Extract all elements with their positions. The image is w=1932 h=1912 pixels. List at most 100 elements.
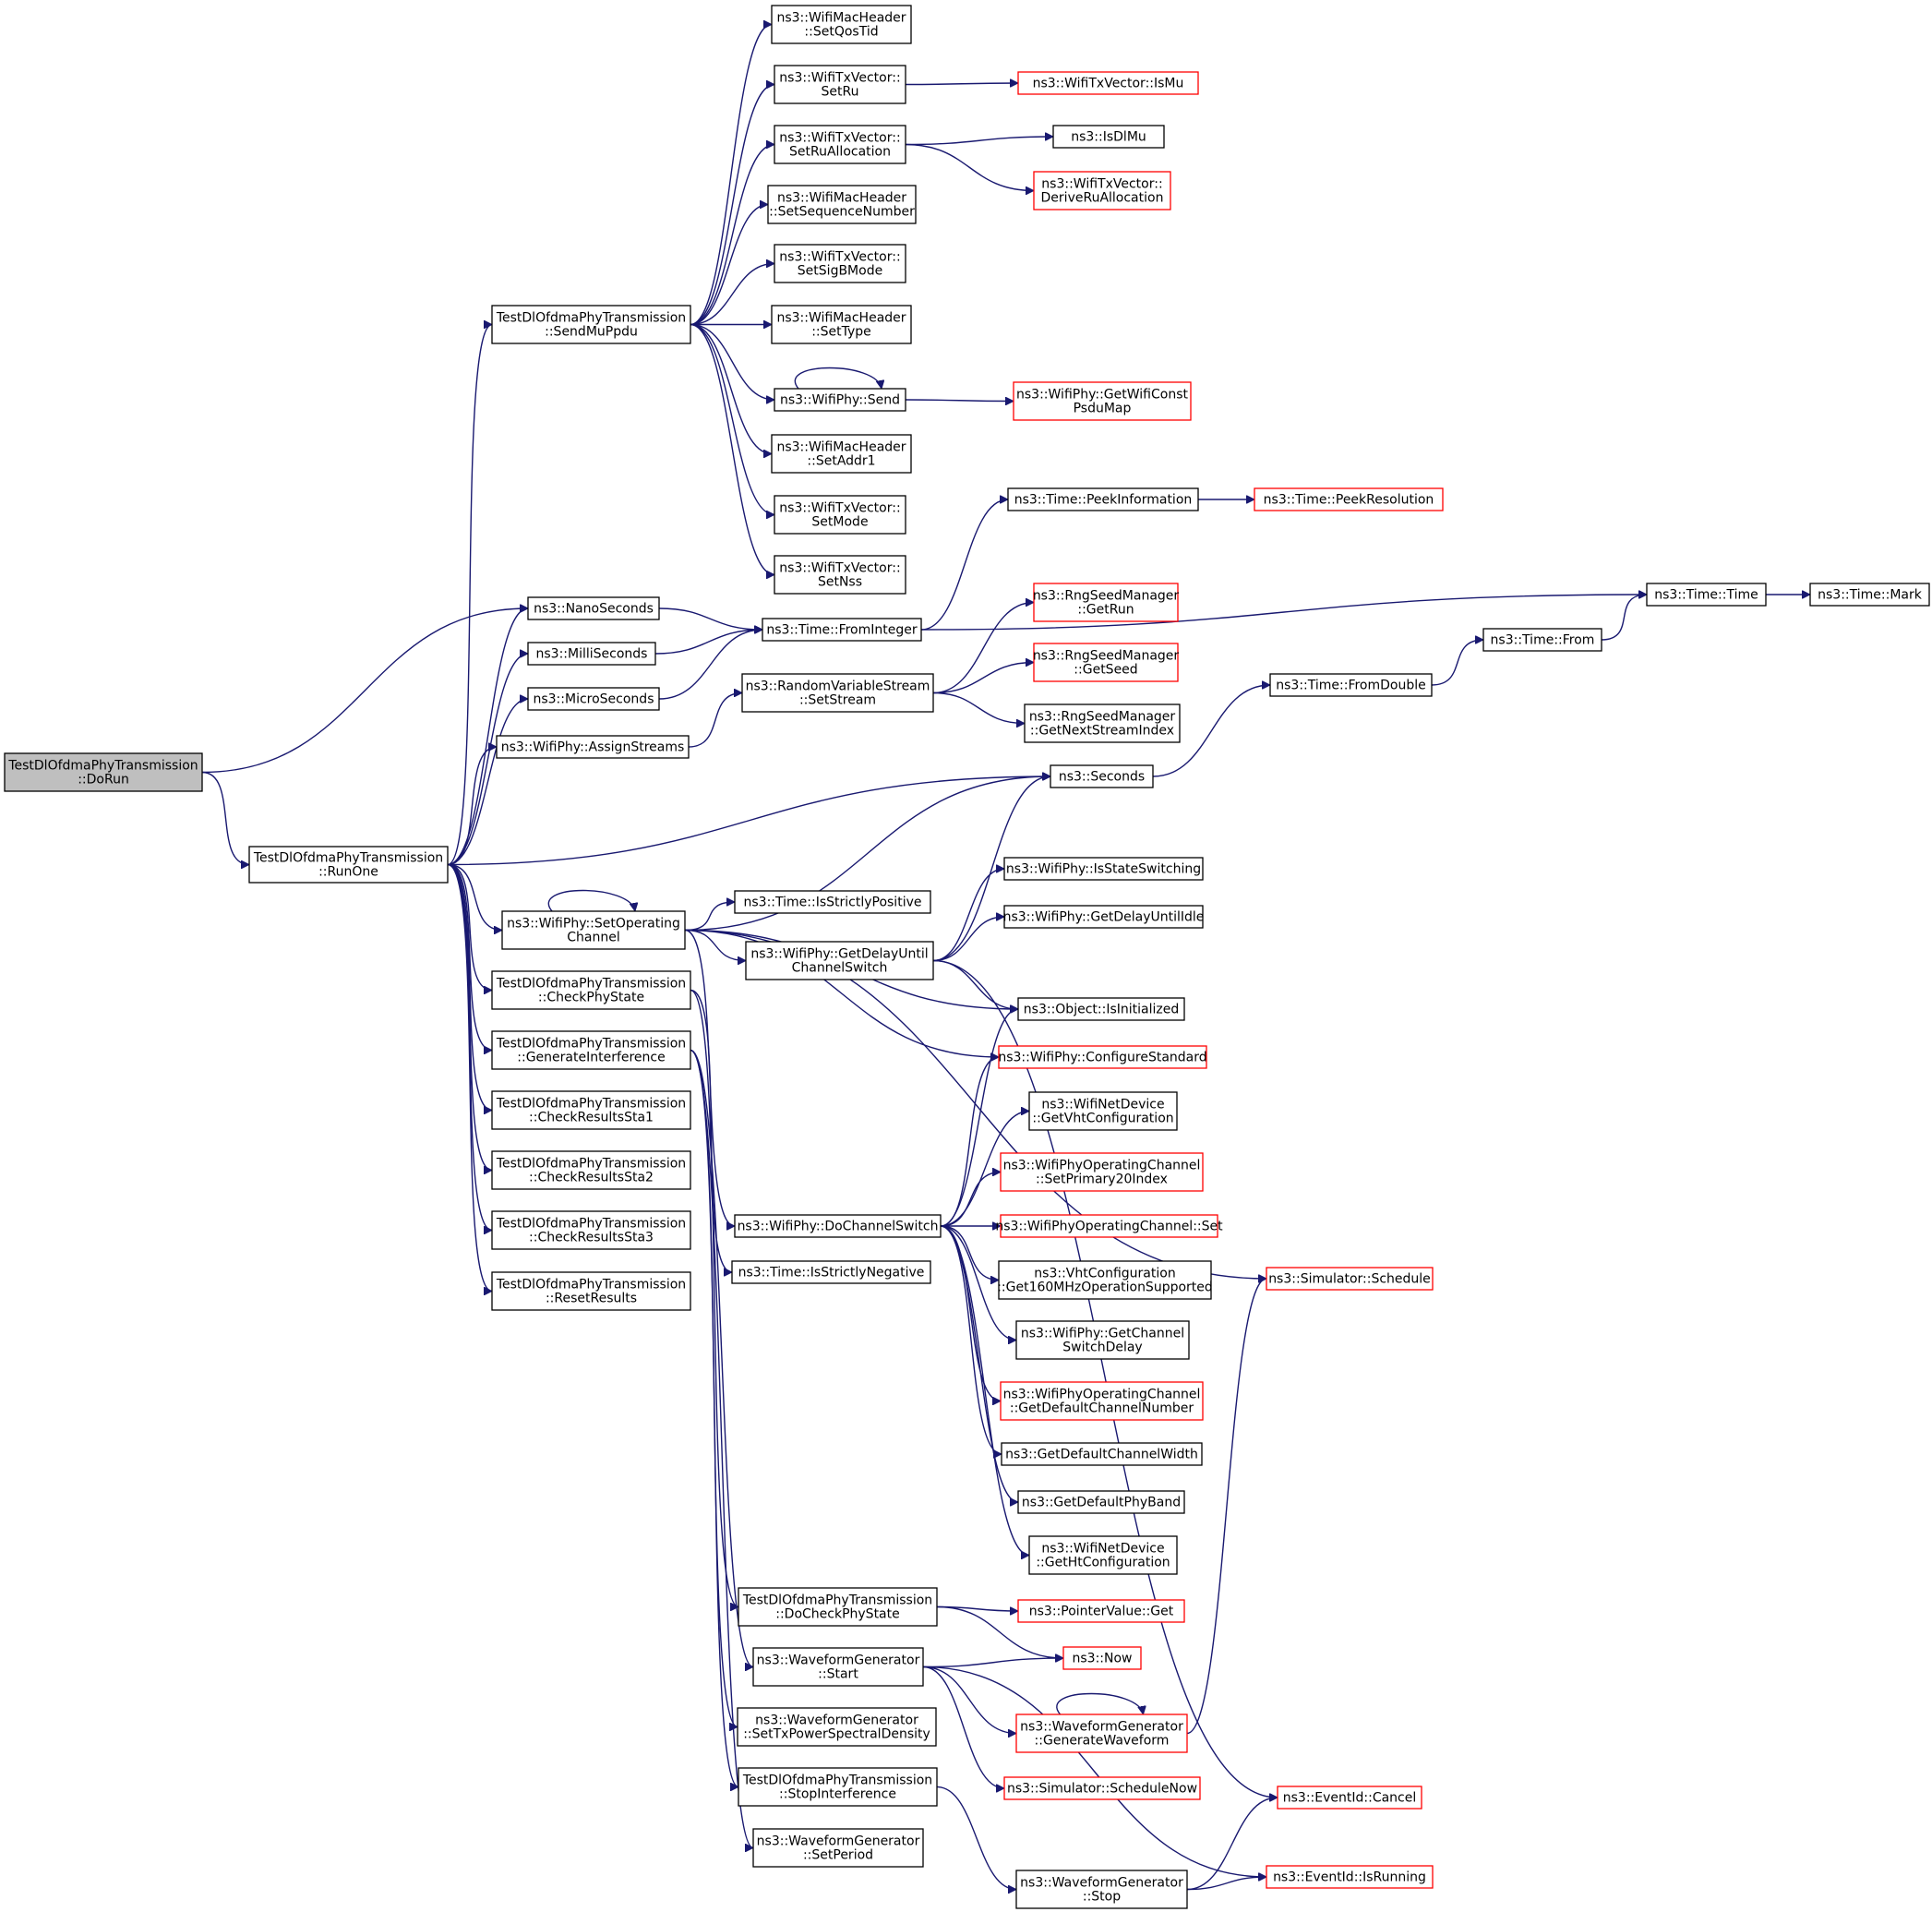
node-label: ::GenerateInterference	[517, 1051, 665, 1065]
edge-set-ru-allocation-to-derive-ru-allocation	[905, 143, 1034, 191]
node-check-results-sta3[interactable]: TestDlOfdmaPhyTransmission::CheckResults…	[491, 1210, 691, 1250]
node-set-stream[interactable]: ns3::RandomVariableStream::SetStream	[741, 673, 934, 713]
node-box	[1015, 1320, 1190, 1360]
node-schedule-now[interactable]: ns3::Simulator::ScheduleNow	[1003, 1776, 1201, 1800]
node-get-seed[interactable]: ns3::RngSeedManager::GetSeed	[1033, 643, 1180, 682]
node-derive-ru-allocation[interactable]: ns3::WifiTxVector::DeriveRuAllocation	[1033, 171, 1171, 210]
node-box	[752, 1647, 924, 1687]
node-box	[1050, 764, 1154, 788]
node-is-strictly-positive[interactable]: ns3::Time::IsStrictlyPositive	[734, 890, 931, 914]
node-do-run[interactable]: TestDlOfdmaPhyTransmission::DoRun	[4, 752, 203, 792]
node-pointer-value-get[interactable]: ns3::PointerValue::Get	[1017, 1599, 1185, 1623]
node-set-sig-bmode[interactable]: ns3::WifiTxVector::SetSigBMode	[774, 244, 906, 283]
node-get160-mhz[interactable]: ns3::VhtConfiguration::Get160MHzOperatio…	[997, 1260, 1213, 1300]
node-time-mark[interactable]: ns3::Time::Mark	[1809, 583, 1930, 607]
node-nano-seconds[interactable]: ns3::NanoSeconds	[527, 596, 660, 620]
edge-assign-streams-to-set-stream	[688, 693, 742, 748]
node-label: ::SetType	[811, 325, 871, 340]
node-set-ru[interactable]: ns3::WifiTxVector::SetRu	[774, 65, 906, 104]
node-wgstop[interactable]: ns3::WaveformGenerator::Stop	[1015, 1870, 1188, 1909]
node-set-period[interactable]: ns3::WaveformGenerator::SetPeriod	[752, 1828, 924, 1868]
node-set-ru-allocation[interactable]: ns3::WifiTxVector::SetRuAllocation	[774, 125, 906, 164]
node-check-phy-state[interactable]: TestDlOfdmaPhyTransmission::CheckPhyStat…	[491, 970, 691, 1010]
node-is-dl-mu[interactable]: ns3::IsDlMu	[1052, 125, 1165, 149]
edge-path	[1186, 1279, 1267, 1735]
node-send-mu-ppdu[interactable]: TestDlOfdmaPhyTransmission::SendMuPpdu	[491, 305, 691, 344]
node-seconds[interactable]: ns3::Seconds	[1050, 764, 1154, 788]
node-peek-resolution[interactable]: ns3::Time::PeekResolution	[1254, 487, 1444, 511]
node-check-results-sta2[interactable]: TestDlOfdmaPhyTransmission::CheckResults…	[491, 1150, 691, 1190]
node-box	[767, 185, 917, 224]
node-label: ns3::Time::PeekResolution	[1264, 493, 1434, 508]
node-label: ns3::RandomVariableStream	[746, 679, 930, 694]
node-is-mu[interactable]: ns3::WifiTxVector::IsMu	[1017, 71, 1199, 95]
node-wgstart[interactable]: ns3::WaveformGenerator::Start	[752, 1647, 924, 1687]
node-box	[774, 244, 906, 283]
node-time-from[interactable]: ns3::Time::From	[1482, 628, 1602, 652]
node-box	[1000, 1152, 1204, 1192]
node-event-id-cancel[interactable]: ns3::EventId::Cancel	[1277, 1786, 1422, 1810]
node-label: TestDlOfdmaPhyTransmission	[496, 1157, 686, 1172]
node-get-delay-until-idle[interactable]: ns3::WifiPhy::GetDelayUntilIdle	[1003, 905, 1205, 929]
node-milli-seconds[interactable]: ns3::MilliSeconds	[527, 642, 656, 666]
node-do-channel-switch[interactable]: ns3::WifiPhy::DoChannelSwitch	[734, 1214, 942, 1238]
node-peek-information[interactable]: ns3::Time::PeekInformation	[1007, 487, 1199, 511]
node-now[interactable]: ns3::Now	[1062, 1646, 1142, 1670]
node-simulator-schedule[interactable]: ns3::Simulator::Schedule	[1266, 1267, 1434, 1291]
node-get-ht-configuration[interactable]: ns3::WifiNetDevice::GetHtConfiguration	[1028, 1535, 1178, 1575]
node-wifi-phy-send[interactable]: ns3::WifiPhy::Send	[774, 388, 906, 412]
node-get-next-stream-index[interactable]: ns3::RngSeedManager::GetNextStreamIndex	[1024, 703, 1181, 743]
node-is-initialized[interactable]: ns3::Object::IsInitialized	[1017, 997, 1185, 1021]
node-box	[771, 305, 912, 344]
node-event-id-is-running[interactable]: ns3::EventId::IsRunning	[1266, 1865, 1434, 1889]
edge-nano-seconds-to-from-integer	[658, 607, 762, 630]
node-label: TestDlOfdmaPhyTransmission	[742, 1593, 932, 1608]
node-get-default-channel-width[interactable]: ns3::GetDefaultChannelWidth	[1001, 1442, 1203, 1466]
node-box	[1013, 381, 1192, 421]
node-get-vht-configuration[interactable]: ns3::WifiNetDevice::GetVhtConfiguration	[1028, 1091, 1178, 1131]
node-reset-results[interactable]: TestDlOfdmaPhyTransmission::ResetResults	[491, 1271, 691, 1311]
node-run-one[interactable]: TestDlOfdmaPhyTransmission::RunOne	[248, 846, 449, 884]
node-box	[1000, 1381, 1204, 1421]
node-label: TestDlOfdmaPhyTransmission	[496, 977, 686, 992]
node-operating-channel-set[interactable]: ns3::WifiPhyOperatingChannel::Set	[995, 1214, 1223, 1238]
node-micro-seconds[interactable]: ns3::MicroSeconds	[527, 687, 660, 711]
node-layer: TestDlOfdmaPhyTransmission::DoRunTestDlO…	[4, 5, 1930, 1909]
node-do-check-phy-state[interactable]: TestDlOfdmaPhyTransmission::DoCheckPhySt…	[738, 1587, 938, 1627]
node-set-primary20-index[interactable]: ns3::WifiPhyOperatingChannel::SetPrimary…	[1000, 1152, 1204, 1192]
node-set-qos-tid[interactable]: ns3::WifiMacHeader::SetQosTid	[771, 5, 912, 44]
node-assign-streams[interactable]: ns3::WifiPhy::AssignStreams	[496, 735, 690, 759]
node-get-default-phy-band[interactable]: ns3::GetDefaultPhyBand	[1017, 1490, 1185, 1514]
node-set-tx-power-spectral-density[interactable]: ns3::WaveformGenerator::SetTxPowerSpectr…	[737, 1707, 937, 1747]
node-set-mode[interactable]: ns3::WifiTxVector::SetMode	[774, 495, 906, 535]
node-set-addr1[interactable]: ns3::WifiMacHeader::SetAddr1	[771, 434, 912, 474]
node-set-type[interactable]: ns3::WifiMacHeader::SetType	[771, 305, 912, 344]
node-time-time[interactable]: ns3::Time::Time	[1646, 583, 1767, 607]
node-set-sequence-number[interactable]: ns3::WifiMacHeader::SetSequenceNumber	[767, 185, 917, 224]
node-is-state-switching[interactable]: ns3::WifiPhy::IsStateSwitching	[1003, 857, 1204, 881]
node-label: ::CheckResultsSta2	[529, 1171, 654, 1185]
node-from-integer[interactable]: ns3::Time::FromInteger	[762, 618, 922, 642]
node-from-double[interactable]: ns3::Time::FromDouble	[1269, 673, 1433, 697]
edge-path	[658, 607, 762, 630]
node-set-nss[interactable]: ns3::WifiTxVector::SetNss	[774, 555, 906, 595]
node-box	[774, 65, 906, 104]
node-label: ns3::WifiPhy::GetDelayUntilIdle	[1003, 910, 1205, 925]
node-configure-standard[interactable]: ns3::WifiPhy::ConfigureStandard	[998, 1045, 1207, 1069]
node-check-results-sta1[interactable]: TestDlOfdmaPhyTransmission::CheckResults…	[491, 1090, 691, 1130]
node-generate-interference[interactable]: TestDlOfdmaPhyTransmission::GenerateInte…	[491, 1030, 691, 1070]
edge-do-channel-switch-to-get-channel-switch-delay	[940, 1225, 1017, 1341]
node-stop-interference[interactable]: TestDlOfdmaPhyTransmission::StopInterfer…	[738, 1767, 938, 1807]
node-is-strictly-negative[interactable]: ns3::Time::IsStrictlyNegative	[731, 1260, 931, 1284]
node-box	[1015, 1714, 1188, 1753]
edge-set-operating-channel-to-is-strictly-positive	[684, 902, 735, 932]
node-label: ::CheckResultsSta1	[529, 1111, 654, 1125]
node-generate-waveform[interactable]: ns3::WaveformGenerator::GenerateWaveform	[1015, 1714, 1188, 1753]
node-get-run[interactable]: ns3::RngSeedManager::GetRun	[1033, 583, 1180, 622]
node-get-default-channel-number[interactable]: ns3::WifiPhyOperatingChannel::GetDefault…	[1000, 1381, 1204, 1421]
edge-path	[922, 1665, 1016, 1734]
